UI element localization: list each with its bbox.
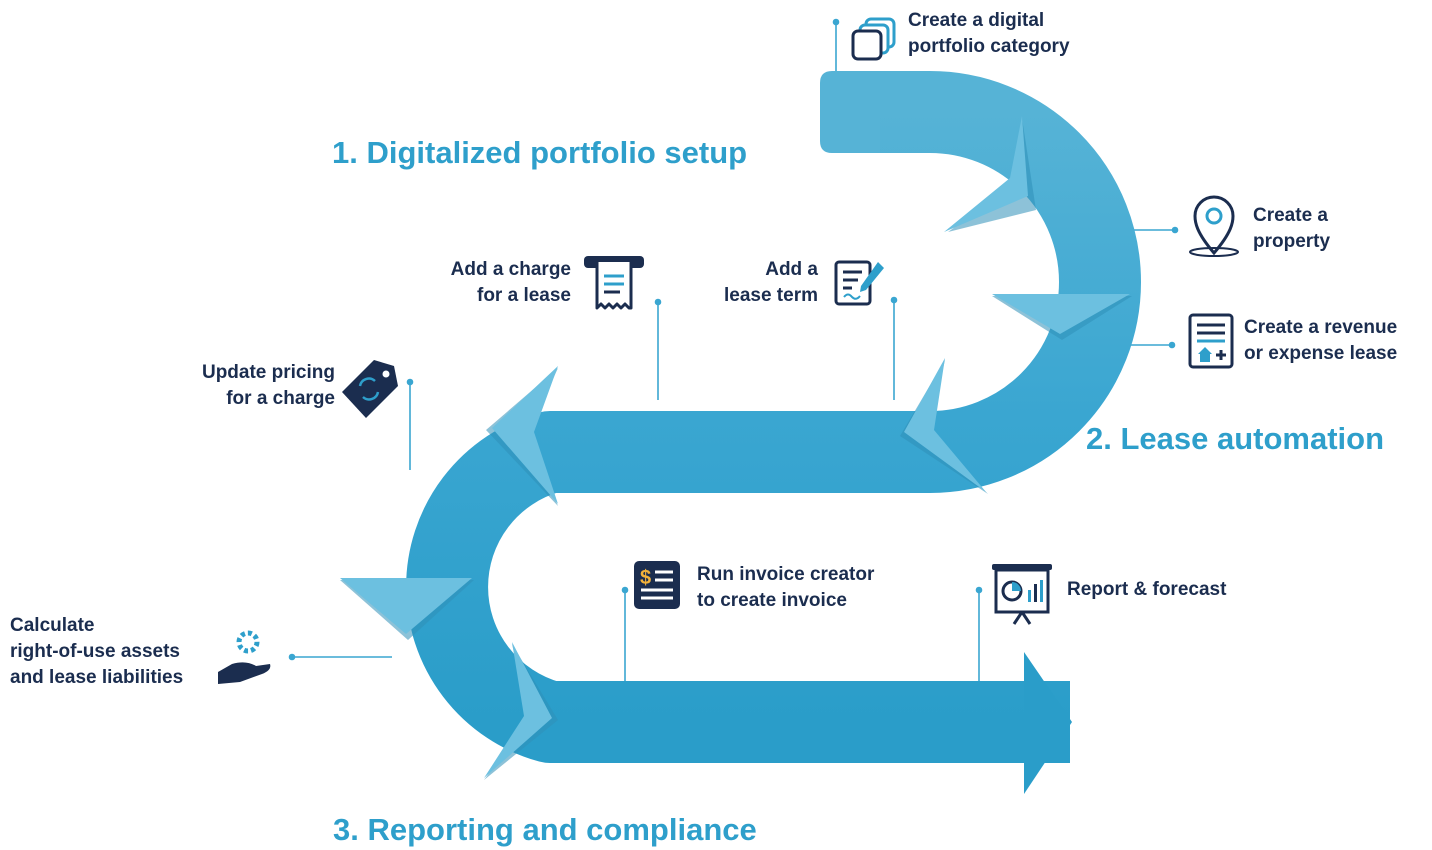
step-create-revenue-expense-lease: Create a revenue or expense lease [1244,317,1398,364]
price-tag-icon [342,360,398,418]
receipt-icon [584,256,644,310]
step-run-invoice-creator: Run invoice creator to create invoice [697,564,875,611]
step-update-pricing: Update pricing for a charge [201,362,335,409]
step-calculate-rou: Calculate right-of-use assets and lease … [10,615,184,688]
phase-title-lease-automation: 2. Lease automation [1086,421,1385,456]
s-curve-ribbon [340,71,1141,794]
step-create-property: Create a property [1253,205,1331,252]
stacked-squares-icon [851,17,896,61]
step-report-forecast: Report & forecast [1067,579,1227,600]
hand-gear-icon [218,630,271,684]
phase-title-reporting-compliance: 3. Reporting and compliance [333,812,757,847]
step-add-lease-term: Add a lease term [723,259,818,306]
step-create-portfolio-category: Create a digital portfolio category [908,10,1070,57]
contract-signature-icon [834,260,884,306]
lease-document-icon [1188,313,1234,369]
location-pin-icon [1189,195,1239,257]
invoice-dollar-icon: $ [634,561,680,609]
step-add-charge: Add a charge for a lease [450,259,571,306]
phase-title-portfolio-setup: 1. Digitalized portfolio setup [332,135,748,170]
presentation-chart-icon [992,564,1052,625]
svg-text:$: $ [640,567,651,589]
connector-lines [288,18,1179,685]
